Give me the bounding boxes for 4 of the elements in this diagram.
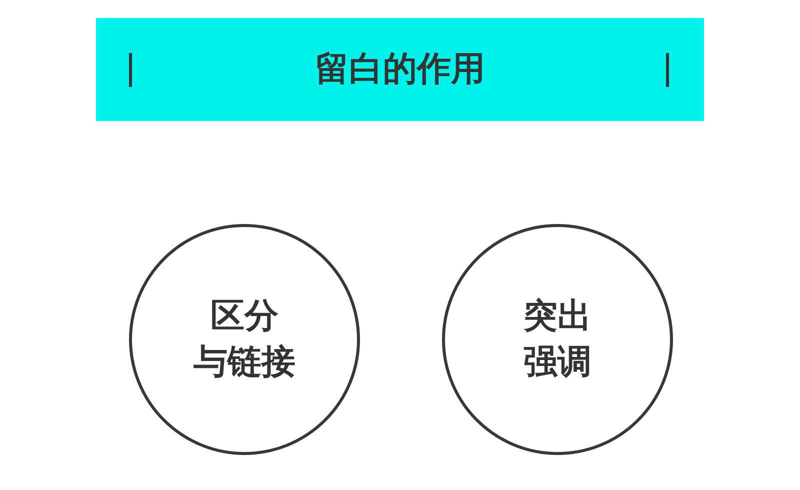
topic-label: 突出强调 <box>524 294 592 384</box>
title-text: 留白的作用 <box>315 49 485 90</box>
title-banner <box>96 18 704 121</box>
topic-label: 区分与链接 <box>194 294 296 384</box>
